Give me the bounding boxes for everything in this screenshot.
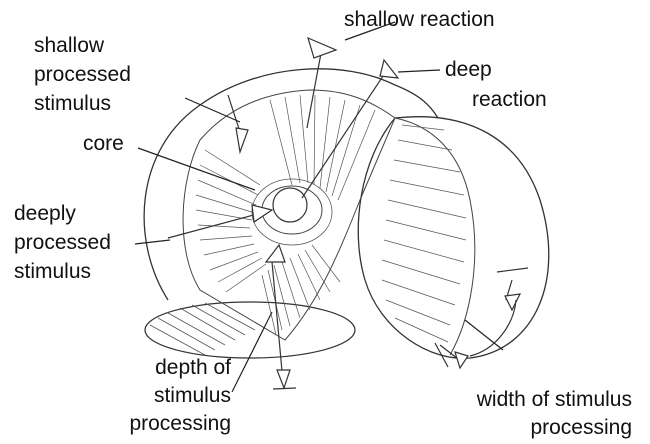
label-width-1: width of stimulus	[430, 388, 632, 412]
label-core: core	[83, 132, 124, 156]
label-shallow-stimulus-2: processed	[34, 63, 131, 87]
open-wedge	[358, 117, 549, 359]
base-disc	[145, 302, 355, 358]
label-shallow-stimulus-3: stimulus	[34, 92, 111, 116]
label-depth-3: processing	[106, 412, 231, 436]
label-width-2: processing	[480, 416, 632, 440]
label-deep-reaction-2: reaction	[472, 88, 547, 112]
label-deep-reaction-1: deep	[445, 58, 492, 82]
label-shallow-reaction: shallow reaction	[344, 8, 495, 32]
label-deep-stimulus-2: processed	[14, 231, 111, 255]
label-depth-1: depth of	[116, 356, 231, 380]
label-deep-stimulus-1: deeply	[14, 202, 76, 226]
label-depth-2: stimulus	[116, 384, 231, 408]
label-deep-stimulus-3: stimulus	[14, 260, 91, 284]
label-shallow-stimulus-1: shallow	[34, 34, 104, 58]
outer-sphere	[144, 69, 438, 300]
